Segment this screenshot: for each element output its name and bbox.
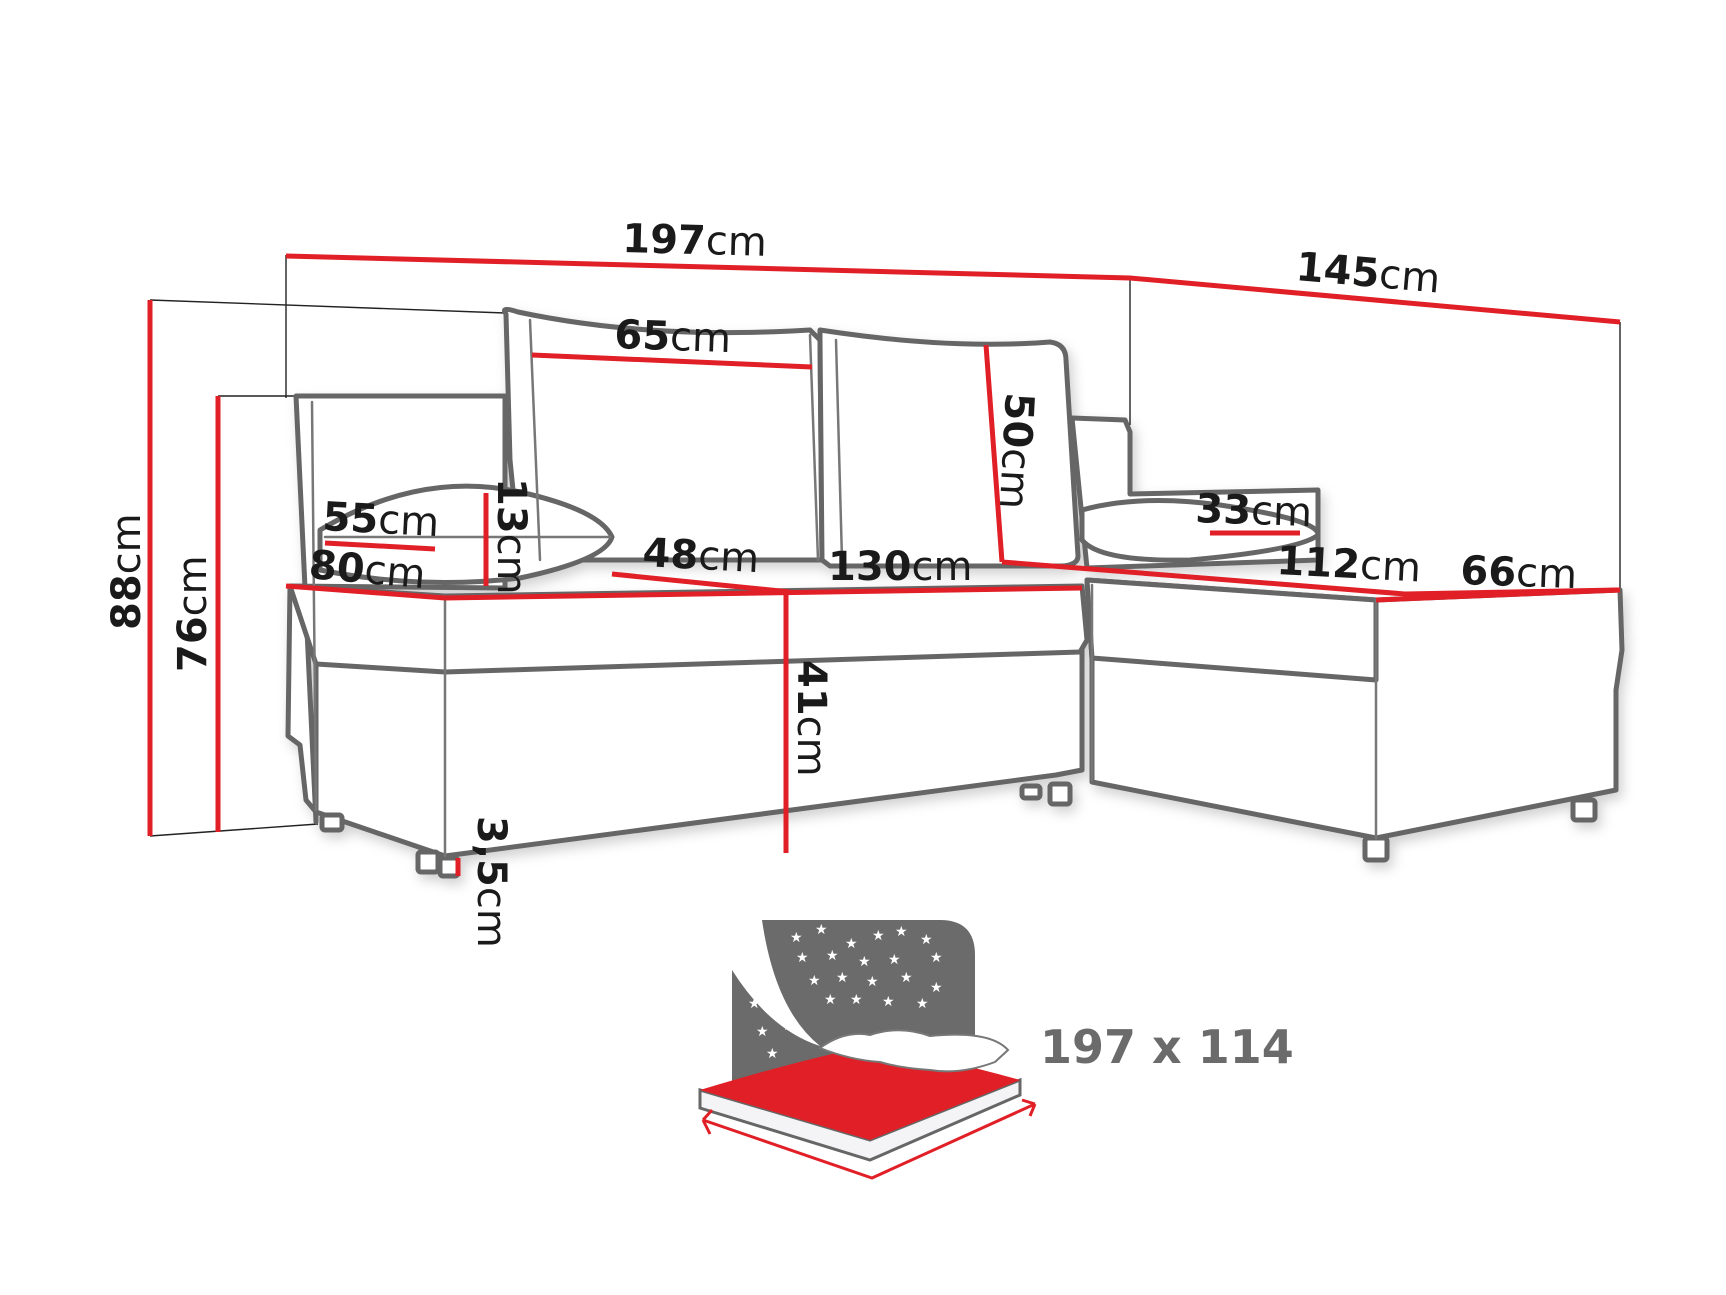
svg-text:★: ★: [796, 950, 809, 966]
dim-line-seat-depth: [611, 571, 791, 595]
leg: [415, 849, 441, 875]
label-armrest-height: 76cm: [170, 555, 216, 672]
width-arrow: [701, 1098, 1037, 1180]
dim-line-pillow-width: [324, 540, 436, 552]
leg: [1019, 783, 1043, 801]
svg-text:★: ★: [872, 928, 885, 944]
svg-text:★: ★: [815, 922, 828, 938]
svg-text:★: ★: [930, 950, 943, 966]
back-cushion-left: [502, 306, 825, 563]
dim-line-chaise-width: [1375, 587, 1621, 603]
svg-text:★: ★: [845, 936, 858, 952]
svg-text:★: ★: [882, 994, 895, 1010]
pillows: [817, 1029, 1010, 1073]
leg: [1570, 797, 1598, 823]
dim-line-total-width: [285, 253, 1621, 325]
label-total-height: 88cm: [104, 513, 150, 630]
label-chaise-width: 66cm: [1460, 548, 1578, 598]
svg-text:★: ★: [916, 996, 929, 1012]
stars: ★★★ ★★★ ★★★ ★★★ ★★★ ★★★ ★★★ ★★★: [748, 922, 943, 1062]
svg-text:★: ★: [836, 970, 849, 986]
svg-text:★: ★: [858, 954, 871, 970]
label-chaise-seat-length: 112cm: [1275, 538, 1422, 591]
svg-text:★: ★: [748, 996, 761, 1012]
svg-text:★: ★: [824, 992, 837, 1008]
leg: [1047, 781, 1073, 807]
sofa-detail-lines: [310, 318, 1378, 858]
svg-text:★: ★: [895, 924, 908, 940]
svg-text:★: ★: [766, 1046, 779, 1062]
svg-text:★: ★: [782, 1018, 795, 1034]
leg: [319, 812, 345, 833]
svg-text:★: ★: [888, 952, 901, 968]
dimension-lines: [147, 253, 1621, 876]
svg-text:★: ★: [826, 948, 839, 964]
dimension-labels: 197cm 145cm 65cm 50cm 55cm 13cm 80cm 48c…: [104, 216, 1578, 948]
label-back-cushion-height: 50cm: [990, 391, 1042, 510]
sofa-drawing: [285, 306, 1625, 879]
label-small-pillow: 33cm: [1195, 486, 1313, 536]
svg-text:★: ★: [920, 932, 933, 948]
svg-text:★: ★: [850, 992, 863, 1008]
dim-line-back-cushion-width: [531, 352, 813, 370]
svg-text:★: ★: [790, 930, 803, 946]
leg: [1362, 835, 1390, 863]
leg: [437, 855, 461, 879]
label-seat-width: 130cm: [828, 544, 972, 590]
svg-text:★: ★: [866, 974, 879, 990]
label-depth: 80cm: [307, 542, 427, 598]
label-chaise-length: 145cm: [1294, 244, 1442, 302]
label-leg-height: 3,5cm: [468, 816, 514, 948]
extension-lines: [149, 255, 1621, 837]
svg-text:★: ★: [808, 973, 821, 989]
label-total-width: 197cm: [622, 216, 768, 266]
label-seat-depth: 48cm: [641, 530, 760, 582]
label-pillow-width: 55cm: [321, 494, 440, 546]
label-pillow-height: 13cm: [488, 478, 534, 595]
dim-line-back-cushion-height: [983, 344, 1005, 563]
label-seat-height: 41cm: [788, 660, 834, 777]
sleeping-area-label: 197 x 114: [1040, 1020, 1294, 1074]
right-pillow: [1079, 498, 1321, 563]
label-back-cushion-width: 65cm: [614, 312, 732, 362]
bed-with-night-sky-icon: ★★★ ★★★ ★★★ ★★★ ★★★ ★★★ ★★★ ★★★ 197 x 11…: [698, 920, 1294, 1180]
svg-text:★: ★: [756, 1024, 769, 1040]
svg-text:★: ★: [900, 970, 913, 986]
svg-text:★: ★: [930, 980, 943, 996]
dim-line-depth: [285, 583, 1083, 601]
